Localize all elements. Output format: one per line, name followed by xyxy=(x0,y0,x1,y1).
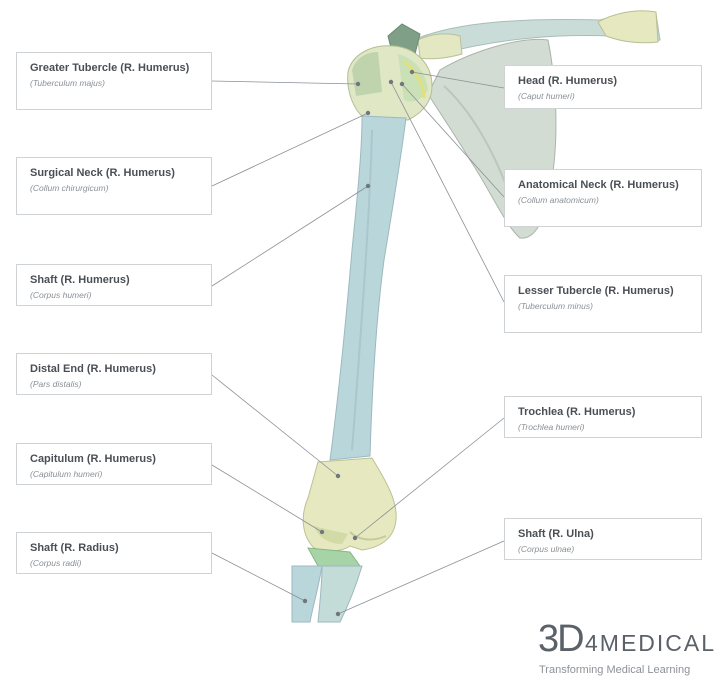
label-latin: (Collum anatomicum) xyxy=(518,195,599,205)
label-latin: (Trochlea humeri) xyxy=(518,422,585,432)
label-capitulum: Capitulum (R. Humerus) (Capitulum humeri… xyxy=(16,443,212,485)
label-latin: (Corpus humeri) xyxy=(30,290,92,300)
label-shaft-humerus: Shaft (R. Humerus) (Corpus humeri) xyxy=(16,264,212,306)
leader-head xyxy=(411,71,505,89)
leader-lesser-tubercle xyxy=(390,81,505,303)
leader-lines xyxy=(211,71,505,615)
label-latin: (Pars distalis) xyxy=(30,379,82,389)
label-latin: (Caput humeri) xyxy=(518,91,575,101)
humerus-shaft xyxy=(329,115,407,461)
label-greater-tubercle: Greater Tubercle (R. Humerus) (Tuberculu… xyxy=(16,52,212,110)
label-latin: (Corpus ulnae) xyxy=(518,544,575,554)
dot-head xyxy=(409,69,415,75)
dot-greater-tubercle xyxy=(355,81,361,87)
dot-lesser-tubercle xyxy=(388,79,394,85)
label-title: Lesser Tubercle (R. Humerus) xyxy=(518,285,674,297)
label-shaft-radius: Shaft (R. Radius) (Corpus radii) xyxy=(16,532,212,574)
clavicle xyxy=(416,10,661,60)
label-latin: (Tuberculum majus) xyxy=(30,78,105,88)
label-title: Greater Tubercle (R. Humerus) xyxy=(30,62,190,74)
label-title: Capitulum (R. Humerus) xyxy=(30,453,156,465)
dot-surgical-neck xyxy=(365,110,371,116)
forearm-bones xyxy=(291,547,363,623)
leader-trochlea xyxy=(354,417,505,539)
label-latin: (Corpus radii) xyxy=(30,558,82,568)
label-title: Trochlea (R. Humerus) xyxy=(518,406,636,418)
label-surgical-neck: Surgical Neck (R. Humerus) (Collum chiru… xyxy=(16,157,212,215)
leader-distal-end xyxy=(211,374,339,477)
logo-mark: 3D xyxy=(538,618,585,660)
dot-anatomical-neck xyxy=(399,81,405,87)
dot-capitulum xyxy=(319,529,325,535)
label-head: Head (R. Humerus) (Caput humeri) xyxy=(504,65,702,109)
leader-capitulum xyxy=(211,464,323,533)
leader-shaft-radius xyxy=(211,552,306,602)
label-title: Distal End (R. Humerus) xyxy=(30,363,156,375)
label-title: Shaft (R. Humerus) xyxy=(30,274,130,286)
leader-anatomical-neck xyxy=(401,83,505,198)
label-shaft-ulna: Shaft (R. Ulna) (Corpus ulnae) xyxy=(504,518,702,560)
logo-name: 4MEDICAL xyxy=(585,630,717,656)
leader-greater-tubercle xyxy=(211,80,359,85)
label-distal-end: Distal End (R. Humerus) (Pars distalis) xyxy=(16,353,212,395)
leader-surgical-neck xyxy=(211,112,369,187)
dot-shaft-humerus xyxy=(365,183,371,189)
dot-trochlea xyxy=(352,535,358,541)
label-title: Shaft (R. Radius) xyxy=(30,542,119,554)
dot-shaft-radius xyxy=(302,598,308,604)
label-trochlea: Trochlea (R. Humerus) (Trochlea humeri) xyxy=(504,396,702,438)
label-latin: (Capitulum humeri) xyxy=(30,469,103,479)
brand-logo: 3D 4MEDICAL Transforming Medical Learnin… xyxy=(538,620,720,680)
label-title: Shaft (R. Ulna) xyxy=(518,528,594,540)
leader-shaft-humerus xyxy=(211,185,369,287)
leader-dots xyxy=(302,69,415,617)
label-anatomical-neck: Anatomical Neck (R. Humerus) (Collum ana… xyxy=(504,169,702,227)
label-title: Head (R. Humerus) xyxy=(518,75,618,87)
label-latin: (Collum chirurgicum) xyxy=(30,183,109,193)
label-title: Anatomical Neck (R. Humerus) xyxy=(518,179,679,191)
dot-shaft-ulna xyxy=(335,611,341,617)
humerus-distal-end xyxy=(302,457,397,552)
label-title: Surgical Neck (R. Humerus) xyxy=(30,167,175,179)
label-latin: (Tuberculum minus) xyxy=(518,301,593,311)
leader-shaft-ulna xyxy=(337,540,505,615)
logo-tagline: Transforming Medical Learning xyxy=(539,664,691,676)
dot-distal-end xyxy=(335,473,341,479)
label-lesser-tubercle: Lesser Tubercle (R. Humerus) (Tuberculum… xyxy=(504,275,702,333)
